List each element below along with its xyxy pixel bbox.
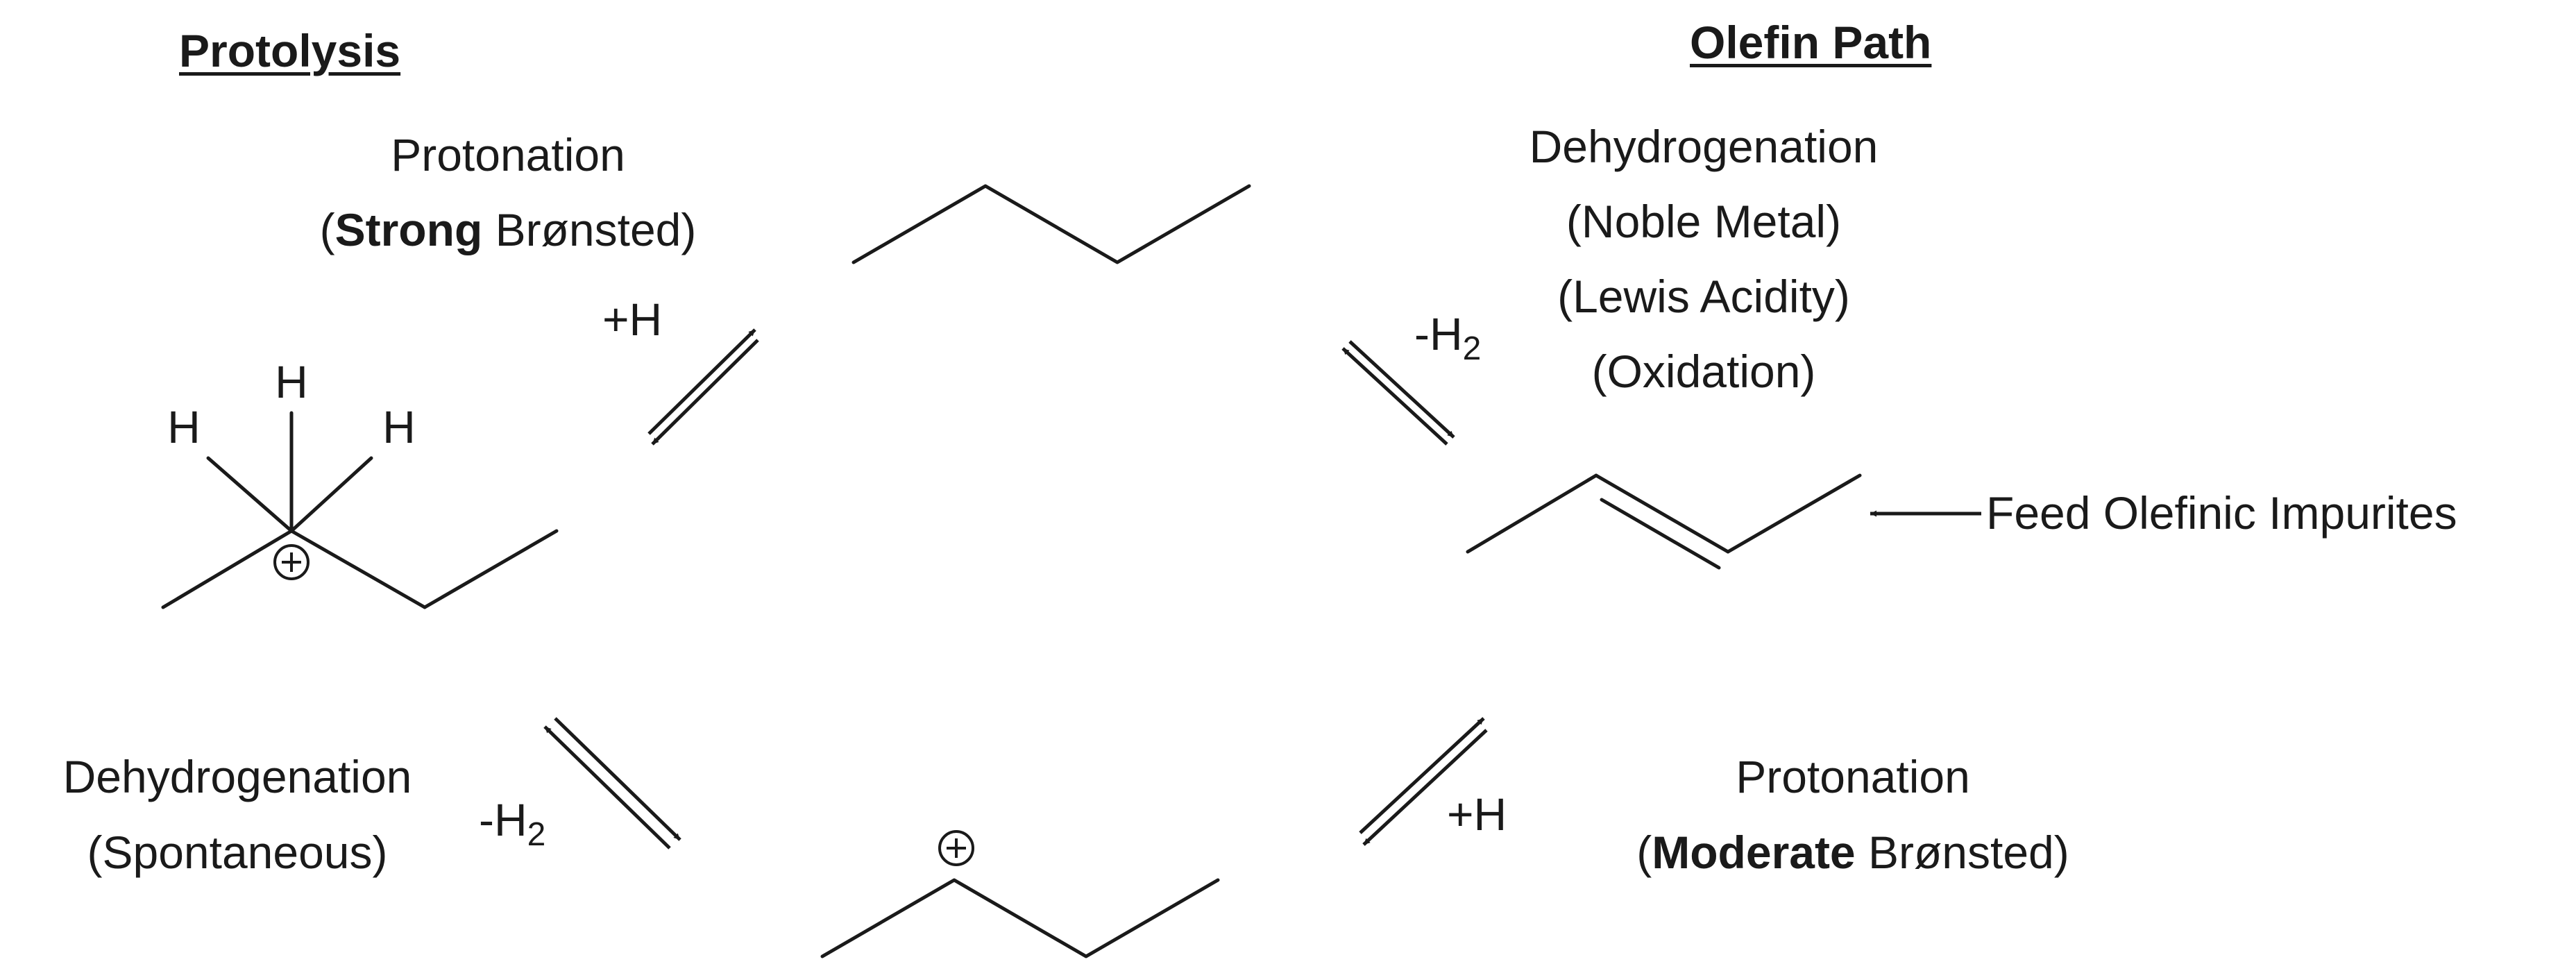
reagent-minus-h2-top: -H2 xyxy=(1414,308,1482,367)
reagent-plus-h-top: +H xyxy=(602,294,663,345)
hydrogen-atom-left: H xyxy=(167,401,201,453)
feed-olefinic-impurities-label: Feed Olefinic Impurites xyxy=(1986,487,2457,539)
strong-keyword: Strong xyxy=(334,204,483,255)
carbonium-charge-icon xyxy=(273,544,310,580)
equilibrium-arrow-bottom-left xyxy=(543,717,681,850)
butane-skeleton xyxy=(851,184,1251,264)
dehydrogenation-catalytic-title: Dehydrogenation xyxy=(1529,121,1879,172)
protonation-moderate-title: Protonation xyxy=(1736,751,1970,802)
equilibrium-arrow-top-left xyxy=(647,328,759,446)
hydrogen-atom-top: H xyxy=(275,356,308,407)
oxidation-label: (Oxidation) xyxy=(1591,346,1816,397)
protonation-moderate-subtitle: (Moderate Brønsted) xyxy=(1636,827,2069,878)
carbonium-ion-skeleton xyxy=(161,411,559,609)
moderate-keyword: Moderate xyxy=(1652,827,1856,878)
noble-metal-label: (Noble Metal) xyxy=(1566,196,1842,247)
hydrogen-atom-right: H xyxy=(382,401,416,453)
carbenium-charge-icon xyxy=(938,830,974,866)
lewis-acidity-label: (Lewis Acidity) xyxy=(1557,271,1850,322)
equilibrium-arrow-top-right xyxy=(1341,340,1455,446)
reagent-plus-h-bottom: +H xyxy=(1447,788,1507,840)
heading-olefin-path: Olefin Path xyxy=(1690,17,1932,68)
butene-skeleton xyxy=(1466,473,1862,570)
protonation-strong-title: Protonation xyxy=(391,129,625,180)
equilibrium-arrow-bottom-right xyxy=(1359,717,1488,846)
carbenium-ion-skeleton xyxy=(820,878,1220,958)
reagent-minus-h2-bottom: -H2 xyxy=(479,794,546,853)
spontaneous-label: (Spontaneous) xyxy=(87,827,388,878)
dehydrogenation-spontaneous-title: Dehydrogenation xyxy=(62,751,412,802)
heading-protolysis: Protolysis xyxy=(179,25,401,76)
protonation-strong-subtitle: (Strong Brønsted) xyxy=(319,204,697,255)
